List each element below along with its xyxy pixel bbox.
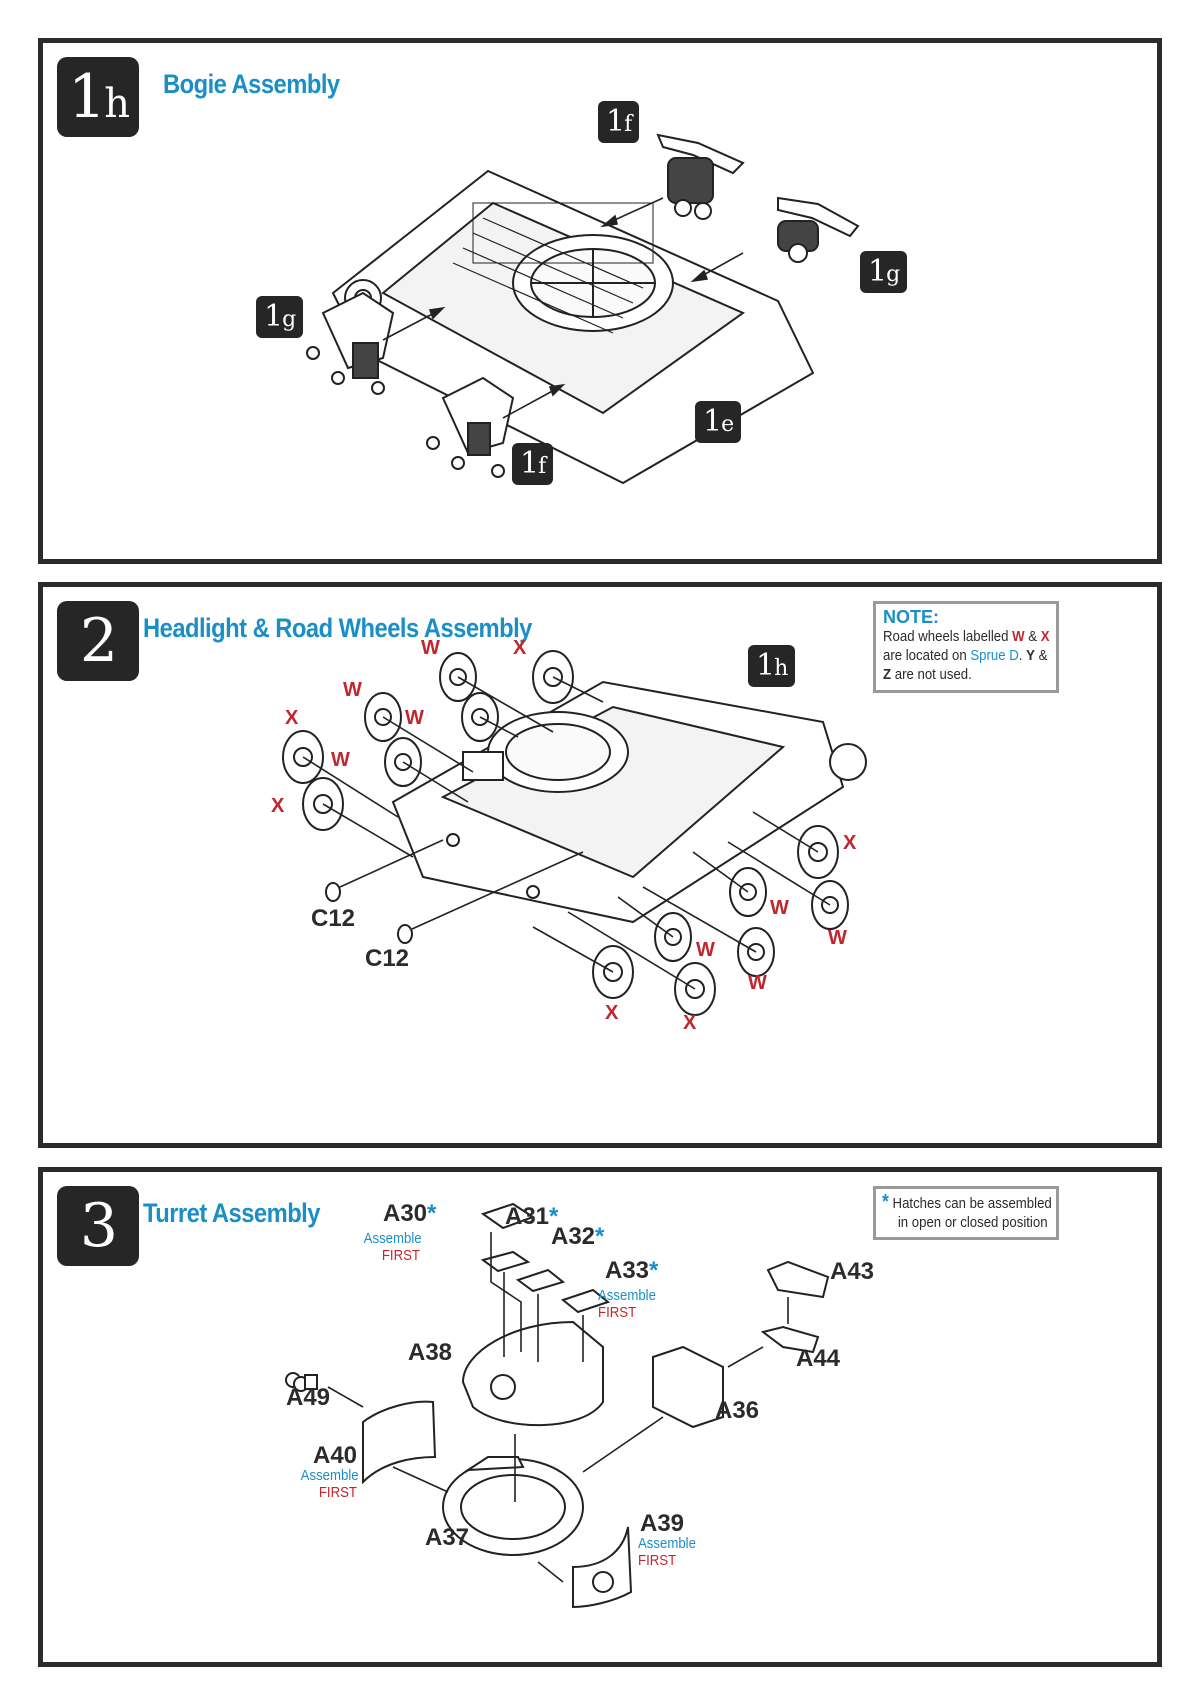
step-3-panel: 3 Turret Assembly * Hatches can be assem… [38,1167,1162,1667]
step-number-badge: 1h [57,57,139,137]
stowage-box-a43 [766,1260,830,1299]
ref-badge-1f: 1f [598,101,640,143]
step-title: Turret Assembly [143,1198,320,1228]
bracket-a44 [760,1325,820,1354]
bogie-1g-left [306,291,395,395]
part-label-c12: C12 [365,945,410,972]
hatch-a31 [480,1250,531,1273]
headlight-c12 [325,882,341,902]
ref-badge-1h: 1h [748,645,796,687]
bogie-assembly-drawing [306,133,860,485]
wheel-label: W [696,939,715,961]
road-wheels-drawing [282,650,867,1016]
turret-assembly-drawing [285,1202,830,1609]
ref-badge-1e: 1e [695,401,742,443]
wheel-label: W [770,897,789,919]
step-number-badge: 3 [57,1186,139,1266]
part-label-a33: A33* [605,1257,659,1284]
wheel-label: X [285,707,299,729]
side-plate-a40 [362,1400,437,1485]
wheel-label: W [828,927,847,949]
ref-badge-1g: 1g [860,251,908,293]
part-label-a31: A31* [505,1203,559,1230]
bogie-1f-bottom [426,376,515,478]
note-heading: NOTE: [883,607,939,627]
drive-sprocket [829,743,867,781]
step-title: Headlight & Road Wheels Assembly [143,613,532,643]
ref-badge-1f: 1f [512,443,554,485]
part-label-a40: A40 [313,1442,358,1469]
wheel-label: W [421,637,440,659]
headlight-c12 [397,924,413,944]
wheel-label: X [683,1012,697,1034]
bogie-1g-right [777,196,860,263]
hatch-a33 [560,1288,611,1314]
part-label-a43: A43 [830,1258,875,1285]
step-number-badge: 2 [57,601,139,681]
wheel-label: X [605,1002,619,1024]
hatch-note-box: * Hatches can be assembled in open or cl… [873,1186,1059,1240]
part-label-a39: A39 [640,1510,685,1537]
bustle-a36 [652,1345,724,1429]
wheel-label: W [331,749,350,771]
part-label-a44: A44 [796,1345,841,1372]
ref-badge-1g: 1g [256,296,304,338]
wheel-label: X [843,832,857,854]
part-label-a36: A36 [715,1397,760,1424]
part-label-a30: A30* [383,1200,437,1227]
step-2-panel: 2 Headlight & Road Wheels Assembly NOTE:… [38,582,1162,1148]
wheel-label: X [513,637,527,659]
step-title: Bogie Assembly [163,69,340,99]
asterisk-icon: * [882,1191,889,1213]
hatch-a32 [515,1268,566,1293]
part-label-a38: A38 [408,1339,453,1366]
turret-roof-a38 [461,1320,604,1427]
note-box: NOTE: Road wheels labelled W & X are loc… [873,601,1059,693]
wheel-label: X [271,795,285,817]
part-label-a49: A49 [286,1384,331,1411]
bogie-1f-top [656,133,745,220]
road-wheels [282,650,849,1016]
wheel-label: W [343,679,362,701]
step-1h-panel: 1h Bogie Assembly [38,38,1162,564]
wheel-label: W [405,707,424,729]
side-plate-a39 [572,1526,633,1609]
part-a49 [285,1372,318,1392]
part-label-a37: A37 [425,1524,470,1551]
part-label-a32: A32* [551,1223,605,1250]
hatch-a30 [480,1202,536,1230]
wheel-label: W [748,972,767,994]
part-label-c12: C12 [311,905,356,932]
